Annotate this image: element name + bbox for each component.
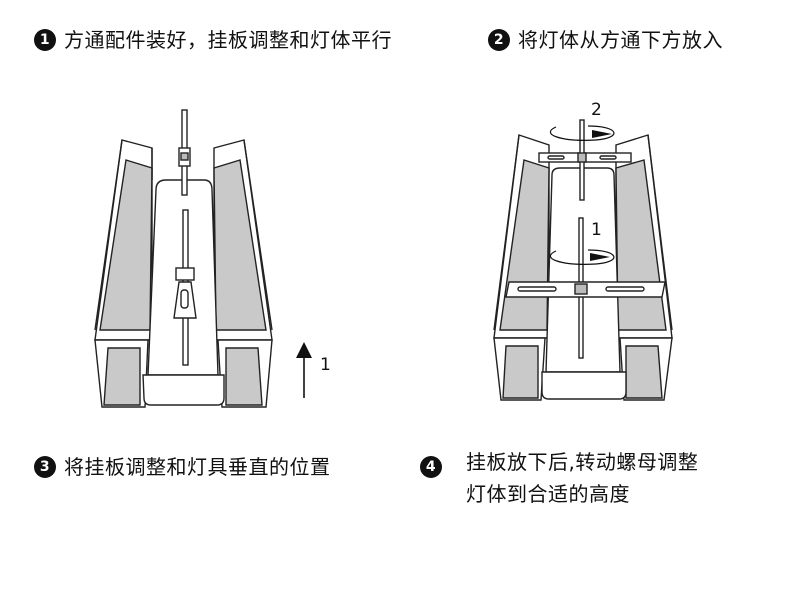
step-2-text: 将灯体从方通下方放入 [518, 28, 723, 52]
step-3-caption: 3 将挂板调整和灯具垂直的位置 [34, 455, 331, 479]
figure-2-right-channel [615, 134, 673, 401]
figure-1-hanger-plate [173, 209, 197, 366]
figure-2-top-bracket [538, 119, 632, 201]
step-1-text: 方通配件装好，挂板调整和灯体平行 [64, 28, 392, 52]
figure-2-lower-bracket [505, 217, 666, 359]
figure-1-arrow-label: 1 [320, 355, 331, 375]
step-4-text-line-2: 灯体到合适的高度 [466, 482, 630, 506]
step-2-caption: 2 将灯体从方通下方放入 [488, 28, 723, 52]
figure-2-upper-rotation-indicator [549, 125, 615, 141]
figure-1-left-channel [94, 139, 153, 408]
step-3-text: 将挂板调整和灯具垂直的位置 [64, 455, 331, 479]
figure-2-hanger-rotated [493, 119, 673, 401]
figure-2-lower-rotation-indicator [549, 249, 615, 265]
step-4-caption: 4 挂板放下后,转动螺母调整 灯体到合适的高度 [420, 450, 698, 506]
figure-1-top-hanger [178, 109, 191, 196]
step-4-text-line-1: 挂板放下后,转动螺母调整 [466, 450, 699, 474]
step-1-badge: 1 [34, 29, 56, 51]
figure-1-right-channel [213, 139, 273, 408]
figure-2-lower-rotation-label: 1 [591, 220, 602, 240]
step-4-text: 挂板放下后,转动螺母调整 灯体到合适的高度 [466, 450, 698, 506]
step-4-badge: 4 [420, 456, 442, 478]
step-3-badge: 3 [34, 456, 56, 478]
figure-2-left-channel [493, 134, 550, 401]
step-1-caption: 1 方通配件装好，挂板调整和灯体平行 [34, 28, 392, 52]
step-2-badge: 2 [488, 29, 510, 51]
figure-2-upper-rotation-label: 2 [591, 100, 602, 120]
figure-1-hanger-parallel [94, 109, 273, 408]
